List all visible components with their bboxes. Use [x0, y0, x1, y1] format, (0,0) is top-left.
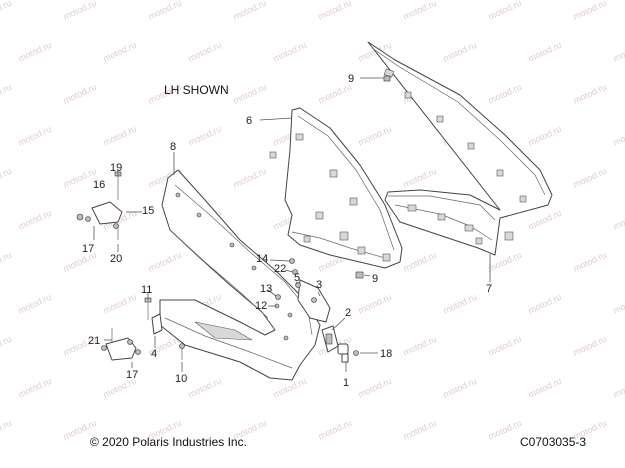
watermark-text: motod.ru: [147, 250, 183, 274]
callout-9-lower: 9: [372, 273, 378, 285]
hardware-4-11: [144, 297, 163, 335]
watermark-text: motod.ru: [17, 292, 53, 316]
watermark-text: motod.ru: [612, 292, 625, 316]
hardware-9-18: [353, 75, 391, 356]
copyright-notice: © 2020 Polaris Industries Inc.: [90, 435, 247, 449]
callout-17-lower: 17: [126, 369, 138, 381]
part-1-knob: [337, 343, 349, 363]
watermark-text: motod.ru: [0, 250, 13, 274]
watermark-text: motod.ru: [527, 40, 563, 64]
watermark-text: motod.ru: [527, 292, 563, 316]
callout-22: 22: [274, 263, 286, 275]
callout-16: 16: [93, 179, 105, 191]
watermark-text: motod.ru: [232, 82, 268, 106]
watermark-text: motod.ru: [317, 418, 353, 442]
watermark-text: motod.ru: [572, 250, 608, 274]
watermark-text: motod.ru: [527, 208, 563, 232]
watermark-text: motod.ru: [572, 166, 608, 190]
callout-2: 2: [345, 307, 351, 319]
watermark-text: motod.ru: [102, 40, 138, 64]
watermark-text: motod.ru: [572, 334, 608, 358]
callout-4: 4: [151, 348, 157, 360]
watermark-text: motod.ru: [62, 82, 98, 106]
callout-1: 1: [343, 377, 349, 389]
callout-11: 11: [141, 284, 152, 296]
watermark-text: motod.ru: [317, 0, 353, 22]
watermark-text: motod.ru: [572, 82, 608, 106]
watermark-text: motod.ru: [187, 40, 223, 64]
watermark-text: motod.ru: [0, 82, 13, 106]
part-8-frame-bracket: [159, 169, 321, 381]
watermark-text: motod.ru: [17, 40, 53, 64]
watermark-text: motod.ru: [17, 124, 53, 148]
part-7-rear-panel: [367, 41, 553, 256]
part-6-front-panel: [269, 107, 403, 269]
hardware-fasteners-center: [274, 258, 301, 309]
hardware-lower-bracket: [101, 328, 141, 361]
callout-14: 14: [256, 253, 268, 265]
hardware-bracket-assembly: [76, 171, 123, 240]
callout-15: 15: [142, 205, 154, 217]
leader-lines: [93, 77, 491, 372]
watermark-text: motod.ru: [402, 166, 438, 190]
watermark-text: motod.ru: [147, 0, 183, 22]
watermark-text: motod.ru: [402, 418, 438, 442]
watermark-text: motod.ru: [357, 124, 393, 148]
watermark-text: motod.ru: [402, 334, 438, 358]
callout-8: 8: [170, 141, 176, 153]
watermark-text: motod.ru: [357, 292, 393, 316]
callout-18: 18: [380, 348, 392, 360]
watermark-text: motod.ru: [527, 124, 563, 148]
watermark-text: motod.ru: [442, 292, 478, 316]
callout-3: 3: [316, 279, 322, 291]
watermark-text: motod.ru: [357, 376, 393, 400]
watermark-text: motod.ru: [612, 40, 625, 64]
watermark-text: motod.ru: [17, 376, 53, 400]
watermark-text: motod.ru: [487, 418, 523, 442]
watermark-text: motod.ru: [487, 0, 523, 22]
watermark-text: motod.ru: [0, 166, 13, 190]
watermark-text: motod.ru: [232, 0, 268, 22]
watermark-text: motod.ru: [187, 124, 223, 148]
callout-labels: 1 2 3 4 5 6 7 8 9 9 10 11 12 13 14 15 16…: [82, 73, 492, 389]
callout-12: 12: [255, 300, 267, 312]
view-note: LH SHOWN: [164, 83, 229, 97]
callout-5: 5: [294, 272, 300, 284]
watermark-text: motod.ru: [612, 124, 625, 148]
callout-17-upper: 17: [82, 243, 94, 255]
watermark-text: motod.ru: [102, 124, 138, 148]
watermark-text: motod.ru: [17, 208, 53, 232]
callout-19: 19: [110, 162, 122, 174]
watermark-text: motod.ru: [442, 40, 478, 64]
callout-13: 13: [260, 283, 272, 295]
watermark-text: motod.ru: [402, 0, 438, 22]
watermark-text: motod.ru: [487, 334, 523, 358]
watermark-text: motod.ru: [572, 0, 608, 22]
watermark-text: motod.ru: [612, 208, 625, 232]
callout-7: 7: [486, 283, 492, 295]
watermark-text: motod.ru: [612, 376, 625, 400]
watermark-text: motod.ru: [402, 250, 438, 274]
callout-9-top: 9: [348, 73, 354, 85]
watermark-text: motod.ru: [487, 82, 523, 106]
callout-20: 20: [110, 253, 122, 265]
watermark-text: motod.ru: [0, 418, 13, 442]
watermark-text: motod.ru: [62, 0, 98, 22]
watermark-text: motod.ru: [527, 376, 563, 400]
callout-21: 21: [88, 335, 100, 347]
part-3-plate: [297, 279, 331, 323]
callout-10: 10: [175, 373, 187, 385]
watermark-text: motod.ru: [272, 40, 308, 64]
watermark-text: motod.ru: [232, 166, 268, 190]
drawing-number: C0703035-3: [520, 435, 586, 449]
watermark-text: motod.ru: [0, 0, 13, 22]
callout-6: 6: [246, 115, 252, 127]
watermark-text: motod.ru: [317, 82, 353, 106]
watermark-text: motod.ru: [187, 376, 223, 400]
watermark-text: motod.ru: [0, 334, 13, 358]
hardware-10: [179, 343, 185, 360]
watermark-text: motod.ru: [442, 376, 478, 400]
watermark-text: motod.ru: [102, 292, 138, 316]
